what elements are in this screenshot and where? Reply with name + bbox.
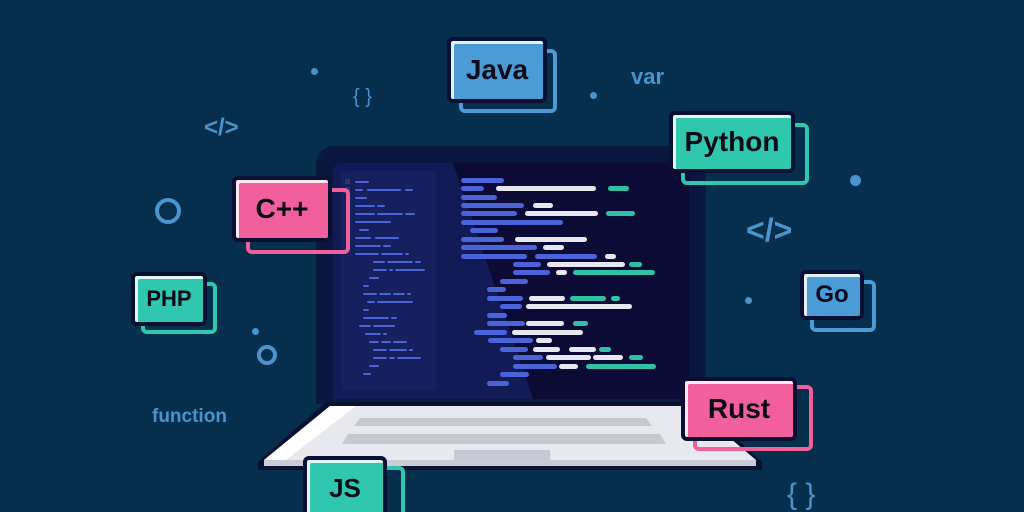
tag-rust-label: Rust: [707, 393, 771, 424]
file-explorer-panel: [341, 171, 436, 391]
laptop-screen: [316, 146, 706, 404]
tag-php-label: PHP: [146, 286, 192, 311]
laptop-keyboard-base: [256, 400, 764, 470]
dot-decoration: [850, 175, 861, 186]
code-tag-right-icon: </>: [746, 212, 793, 248]
tag-cpp-label: C++: [255, 193, 309, 224]
braces-top: { }: [353, 86, 372, 108]
tag-go-label: Go: [815, 281, 849, 308]
ring-decoration: [155, 198, 181, 224]
tag-js-label: JS: [329, 472, 361, 503]
dot-decoration: [745, 297, 752, 304]
braces-bottom: { }: [787, 478, 816, 511]
dot-decoration: [590, 92, 597, 99]
dot-decoration: [311, 68, 318, 75]
code-editor: [333, 163, 689, 399]
code-tag-left-icon: </>: [204, 114, 239, 141]
function-keyword: function: [152, 406, 227, 427]
tag-java-label: Java: [465, 54, 529, 85]
tag-python-label: Python: [684, 126, 780, 157]
dot-decoration: [252, 328, 259, 335]
ring-decoration: [257, 345, 277, 365]
var-keyword: var: [631, 64, 665, 89]
